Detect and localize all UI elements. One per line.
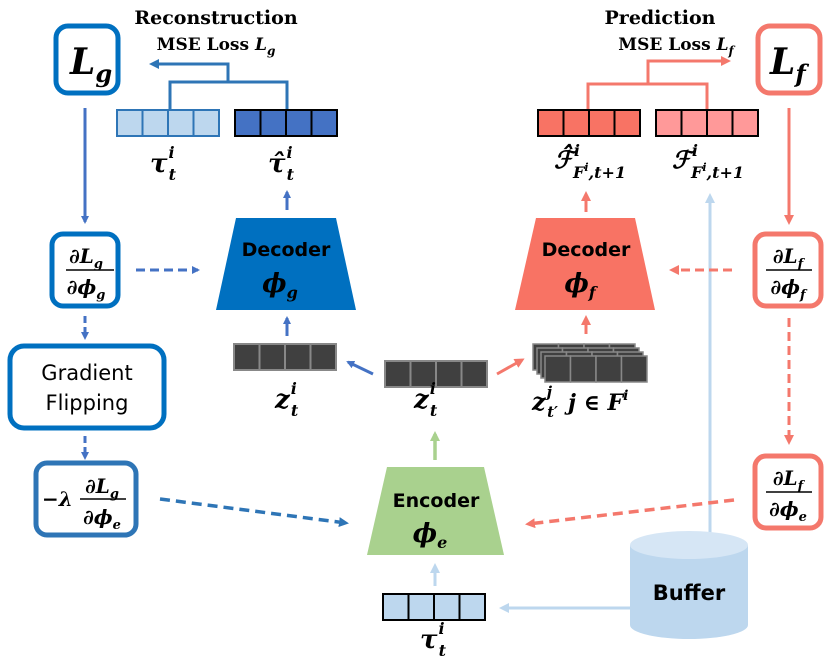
vector-cell — [569, 355, 597, 383]
vector-cell — [620, 355, 648, 383]
vector-cell — [234, 109, 262, 137]
prediction-title: Prediction — [605, 7, 716, 29]
decoder-f: Decoder ϕf — [515, 218, 655, 310]
vector-cell — [537, 109, 565, 137]
predicted-future-vector — [537, 109, 641, 137]
vector-cell — [407, 593, 435, 621]
vector-cell — [285, 109, 313, 137]
neg-grad-lg-phi-e-box: −λ ∂Lg ∂ϕe — [33, 460, 139, 538]
neighbor-vector — [544, 355, 648, 383]
gradient-flipping-box: Gradient Flipping — [7, 343, 167, 431]
target-future-vector — [655, 109, 759, 137]
vector-cell — [595, 355, 623, 383]
vector-cell — [460, 360, 488, 388]
decoder-g: Decoder ϕg — [216, 218, 356, 310]
vector-cell — [233, 343, 261, 371]
svg-text:−λ: −λ — [42, 487, 73, 511]
z-center-to-z-left-arrow — [346, 360, 374, 376]
vector-cell — [259, 109, 287, 137]
svg-text:Buffer: Buffer — [653, 581, 726, 605]
reconstruction-loss-connector — [149, 59, 289, 110]
vector-cell — [258, 343, 286, 371]
svg-text:Lf: Lf — [769, 41, 809, 88]
encoder: Encoder ϕe — [367, 467, 504, 555]
vector-cell — [384, 360, 412, 388]
reconstruction-loss-label: MSE Loss Lg — [157, 35, 276, 58]
neg-grad-to-encoder-arrow — [159, 497, 349, 528]
svg-text:∂ϕe: ∂ϕe — [769, 497, 807, 525]
prediction-loss-label: MSE Loss Lf — [618, 35, 735, 58]
svg-text:Decoder: Decoder — [242, 239, 331, 261]
grad-lf-phi-f-box: ∂Lf ∂ϕf — [752, 231, 824, 309]
svg-text:∂Lf: ∂Lf — [773, 244, 806, 272]
vector-cell — [382, 593, 410, 621]
vector-cell — [680, 109, 708, 137]
svg-text:ϕg: ϕg — [262, 269, 298, 302]
vector-cell — [116, 109, 144, 137]
vector-cell — [588, 109, 616, 137]
svg-text:ϕe: ϕe — [413, 519, 448, 552]
svg-text:∂ϕf: ∂ϕf — [770, 275, 808, 303]
vector-cell — [192, 109, 220, 137]
vector-cell — [310, 109, 338, 137]
reconstructed-trajectory-vector — [234, 109, 338, 137]
svg-text:Decoder: Decoder — [542, 239, 631, 261]
vector-cell — [562, 109, 590, 137]
svg-text:∂Lg: ∂Lg — [69, 244, 103, 272]
vector-cell — [284, 343, 312, 371]
vector-cell — [309, 343, 337, 371]
svg-text:∂ϕg: ∂ϕg — [67, 275, 106, 303]
prediction-loss-connector — [586, 56, 731, 110]
buffer-cylinder: Buffer — [630, 531, 748, 639]
svg-text:ϕf: ϕf — [564, 269, 598, 302]
z-neighbors-stack — [532, 343, 648, 383]
vector-cell — [433, 593, 461, 621]
svg-text:∂ϕe: ∂ϕe — [83, 505, 121, 533]
reconstruction-title: Reconstruction — [134, 7, 297, 29]
vector-cell — [544, 355, 572, 383]
z-center-to-neighbors-arrow — [496, 358, 525, 376]
svg-text:∂Lf: ∂Lf — [773, 466, 806, 494]
grad-lg-phi-g-box: ∂Lg ∂ϕg — [49, 231, 121, 309]
vector-cell — [655, 109, 683, 137]
target-trajectory-vector — [116, 109, 220, 137]
loss-f-box: Lf — [755, 23, 823, 96]
svg-text:∂Lg: ∂Lg — [85, 474, 119, 502]
vector-cell — [435, 360, 463, 388]
vector-cell — [167, 109, 195, 137]
svg-text:Flipping: Flipping — [46, 391, 129, 415]
svg-text:Gradient: Gradient — [41, 361, 132, 385]
vector-cell — [706, 109, 734, 137]
loss-g-box: Lg — [53, 23, 121, 96]
svg-text:Lg: Lg — [69, 41, 112, 88]
vector-cell — [613, 109, 641, 137]
vector-cell — [141, 109, 169, 137]
z-left-vector — [233, 343, 337, 371]
grad-lf-phi-e-box: ∂Lf ∂ϕe — [752, 453, 824, 531]
input-trajectory-vector — [382, 593, 486, 621]
vector-cell — [458, 593, 486, 621]
svg-text:Encoder: Encoder — [393, 490, 480, 512]
z-center-vector — [384, 360, 488, 388]
vector-cell — [731, 109, 759, 137]
grad-lf-e-to-encoder-arrow — [525, 498, 735, 529]
